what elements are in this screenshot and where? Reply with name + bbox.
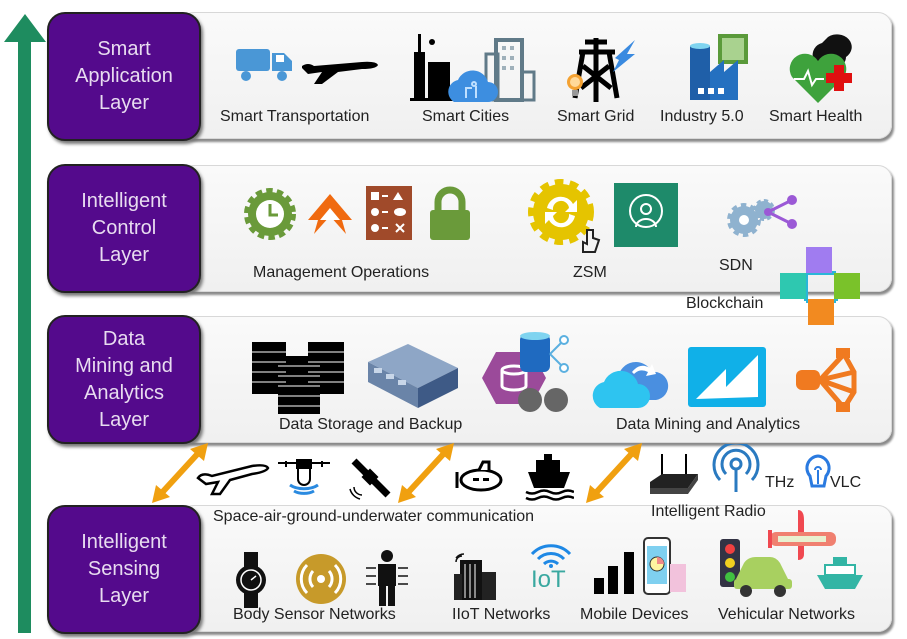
label-vlc: VLC <box>830 474 862 491</box>
server-racks-icon <box>252 340 346 414</box>
label-data-mining-analytics: Data Mining and Analytics <box>616 416 801 433</box>
truck-icon <box>236 45 294 85</box>
label-smart-transportation: Smart Transportation <box>220 108 370 125</box>
layer-title-line: Application <box>75 65 173 87</box>
iot-text: IoT <box>531 566 566 593</box>
signal-bars-phone-icon <box>594 536 698 598</box>
aircraft-outline-icon <box>196 462 270 496</box>
label-iiot-networks: IIoT Networks <box>452 606 551 623</box>
submarine-icon <box>455 458 505 498</box>
label-zsm: ZSM <box>573 264 607 281</box>
label-sdn: SDN <box>719 257 753 274</box>
data-flow-network-icon <box>792 348 862 412</box>
label-industry-5: Industry 5.0 <box>660 108 744 125</box>
body-sensor-signal-icon <box>295 553 347 605</box>
drone-signal-icon <box>274 455 334 499</box>
label-smart-grid: Smart Grid <box>557 108 635 125</box>
lock-icon <box>428 186 472 242</box>
airplane-icon <box>300 52 380 86</box>
storage-array-icon <box>368 342 458 408</box>
gear-clock-icon <box>242 186 298 242</box>
label-space-air-ground-underwater: Space-air-ground-underwater communicatio… <box>213 508 535 525</box>
rules-table-icon <box>366 186 412 240</box>
bidirectional-arrow-icon <box>150 443 210 503</box>
bidirectional-arrow-icon <box>396 443 456 503</box>
layer-title-line: Analytics <box>83 381 165 404</box>
label-body-sensor-networks: Body Sensor Networks <box>233 606 396 623</box>
bidirectional-arrow-icon <box>584 443 644 503</box>
label-data-storage-backup: Data Storage and Backup <box>279 416 463 433</box>
smart-city-towers-icon <box>410 32 540 104</box>
iot-wifi-icon <box>528 544 574 568</box>
cloud-sync-icon <box>592 342 672 410</box>
satellite-icon <box>348 455 394 501</box>
label-vehicular-networks: Vehicular Networks <box>718 606 855 623</box>
layer-title-line: Intelligent <box>81 190 167 212</box>
merge-arrows-icon <box>304 192 356 238</box>
label-blockchain: Blockchain <box>686 295 764 312</box>
label-thz: THz <box>765 474 795 491</box>
layer-title-line: Control <box>91 217 157 239</box>
ship-icon <box>524 452 574 502</box>
layer-title-line: Layer <box>98 585 150 607</box>
smartwatch-icon <box>234 552 268 608</box>
analytics-chart-icon <box>688 347 768 409</box>
label-smart-health: Smart Health <box>769 108 863 125</box>
terahertz-antenna-icon <box>712 444 764 494</box>
ship-teal-icon <box>815 555 865 591</box>
human-body-sensors-icon <box>364 548 410 606</box>
layer-title-line: Intelligent <box>81 531 167 553</box>
layer-title-line: Layer <box>98 92 150 114</box>
wireless-router-icon <box>648 452 700 498</box>
layer-title-line: Sensing <box>87 558 161 580</box>
zsm-automation-gear-icon <box>525 176 605 256</box>
layer-title-line: Mining and <box>75 354 173 377</box>
label-management-operations: Management Operations <box>253 264 430 281</box>
upward-arrow-head-icon <box>4 14 46 42</box>
iiot-building-icon <box>452 552 498 602</box>
vehicular-traffic-icon <box>718 537 794 597</box>
application-layer-panel <box>180 12 892 139</box>
layer-title-line: Data <box>102 327 146 350</box>
ai-brain-person-icon <box>614 183 678 247</box>
label-mobile-devices: Mobile Devices <box>580 606 689 623</box>
vlc-lightbulb-icon <box>803 452 833 494</box>
layer-title-line: Layer <box>98 244 150 266</box>
database-cluster-icon <box>476 330 572 416</box>
label-smart-cities: Smart Cities <box>422 108 510 125</box>
industry-factory-chip-icon <box>690 32 760 102</box>
sdn-gears-share-icon <box>722 192 802 242</box>
blockchain-cubes-icon <box>776 245 866 333</box>
layer-title-line: Layer <box>98 408 150 431</box>
airplane-red-icon <box>768 508 838 564</box>
upward-arrow-shaft <box>18 38 31 633</box>
power-grid-tower-icon <box>565 36 637 102</box>
smart-health-heart-icon <box>788 33 858 103</box>
layer-title-line: Smart <box>97 38 151 60</box>
label-intelligent-radio: Intelligent Radio <box>651 503 766 520</box>
